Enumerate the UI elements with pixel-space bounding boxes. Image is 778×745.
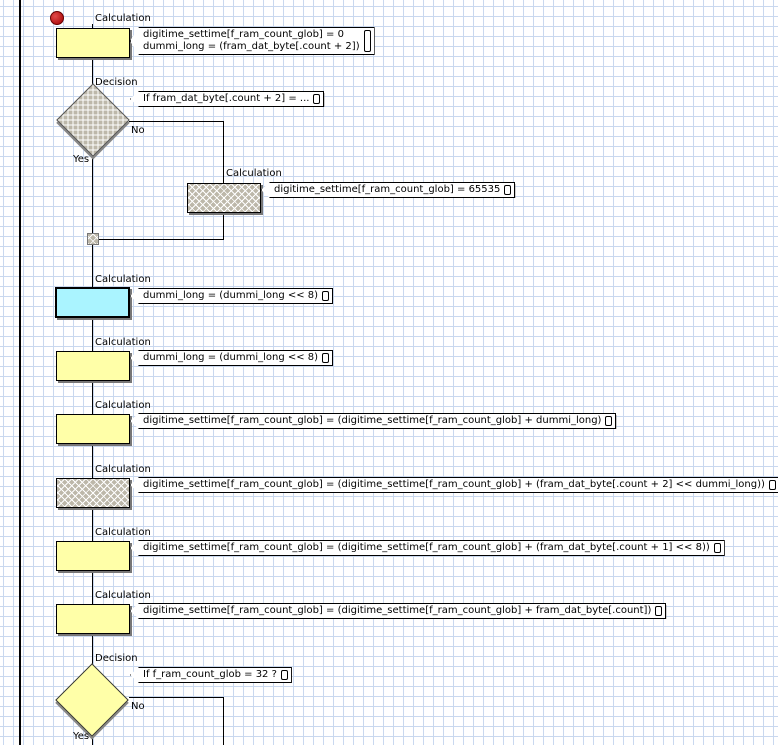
step-type-label: Calculation [95,590,151,601]
step-type-label: Calculation [95,464,151,475]
step-type-label: Decision [95,653,138,664]
calculation-block[interactable] [187,183,261,213]
decision-block[interactable] [55,663,129,737]
merge-point[interactable] [87,233,99,245]
calculation-callout[interactable]: digitime_settime[f_ram_count_glob] = 0 d… [130,27,375,55]
callout-line: If fram_dat_byte[.count + 2] = ... [143,93,310,104]
no-branch-line [129,697,224,698]
calculation-block[interactable] [56,351,130,381]
decision-callout[interactable]: If f_ram_count_glob = 32 ? [130,667,292,683]
calculation-block[interactable] [56,478,130,508]
calculation-callout[interactable]: digitime_settime[f_ram_count_glob] = (di… [130,540,725,556]
calculation-block[interactable] [56,414,130,444]
no-branch-line [223,121,224,240]
calculation-callout[interactable]: digitime_settime[f_ram_count_glob] = (di… [130,477,778,493]
callout-line: digitime_settime[f_ram_count_glob] = (di… [143,415,602,426]
calculation-callout[interactable]: digitime_settime[f_ram_count_glob] = (di… [130,413,617,429]
step-type-label: Calculation [95,274,151,285]
calculation-block[interactable] [56,541,130,571]
callout-line: digitime_settime[f_ram_count_glob] = (di… [143,605,652,616]
calculation-callout[interactable]: digitime_settime[f_ram_count_glob] = (di… [130,603,667,619]
no-branch-label: No [131,701,145,712]
callout-line: digitime_settime[f_ram_count_glob] = 655… [274,184,501,195]
step-type-label: Decision [95,77,138,88]
calculation-callout[interactable]: dummi_long = (dummi_long << 8) [130,288,334,304]
step-type-label: Calculation [95,400,151,411]
callout-line: dummi_long = (fram_dat_byte[.count + 2]) [143,41,360,52]
calculation-block[interactable] [56,28,130,58]
calculation-block[interactable] [56,604,130,634]
flow-line [92,24,93,745]
decision-callout[interactable]: If fram_dat_byte[.count + 2] = ... [130,91,325,107]
decision-block[interactable] [56,83,130,157]
no-branch-label: No [131,125,145,136]
calculation-callout[interactable]: dummi_long = (dummi_long << 8) [130,350,334,366]
callout-line: digitime_settime[f_ram_count_glob] = 0 [143,29,344,40]
callout-line: digitime_settime[f_ram_count_glob] = (di… [143,542,710,553]
calculation-callout[interactable]: digitime_settime[f_ram_count_glob] = 655… [261,182,516,198]
step-type-label: Calculation [95,527,151,538]
canvas-left-border [19,0,21,745]
step-type-label: Calculation [95,337,151,348]
yes-branch-label: Yes [73,154,90,165]
yes-branch-label: Yes [73,731,90,742]
callout-line: dummi_long = (dummi_long << 8) [143,352,319,363]
calculation-block-selected[interactable] [55,287,130,318]
step-type-label: Calculation [226,168,282,179]
no-branch-line [223,697,224,745]
start-node-icon[interactable] [50,11,64,25]
merge-line [99,239,224,240]
callout-line: digitime_settime[f_ram_count_glob] = (di… [143,479,765,490]
callout-line: dummi_long = (dummi_long << 8) [143,290,319,301]
no-branch-line [129,121,224,122]
step-type-label: Calculation [95,13,151,24]
callout-line: If f_ram_count_glob = 32 ? [143,669,277,680]
